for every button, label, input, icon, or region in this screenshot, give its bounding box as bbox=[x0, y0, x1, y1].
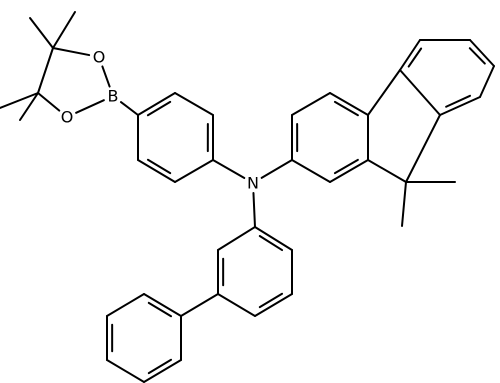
boron-label: B bbox=[108, 87, 119, 106]
oxygen-upper-atom: O bbox=[90, 48, 108, 67]
double-bond-a5-a6 bbox=[146, 158, 172, 175]
bond-f6-f1 bbox=[291, 159, 331, 183]
bond-f2-f3 bbox=[291, 92, 331, 116]
double-bond-f5-f6 bbox=[333, 158, 359, 175]
oxygen-upper-label-mask bbox=[90, 48, 108, 66]
bond-o2-c2 bbox=[37, 92, 61, 112]
bond-d3-d4 bbox=[217, 293, 256, 317]
oxygen-lower-atom: O bbox=[58, 108, 76, 127]
boron-atom: B bbox=[104, 87, 122, 106]
bond-f9-fm2 bbox=[401, 181, 407, 227]
bond-n-f1 bbox=[260, 159, 293, 179]
double-bond-e2-e3 bbox=[147, 358, 173, 375]
oxygen-lower-label: O bbox=[61, 108, 74, 127]
oxygen-upper-label: O bbox=[93, 48, 106, 67]
bond-d6-d1 bbox=[254, 226, 293, 251]
bond-o1-c1 bbox=[52, 47, 91, 57]
double-bond-d4-d5 bbox=[258, 292, 284, 309]
bond-g5-g6 bbox=[399, 39, 421, 71]
bond-f3-f4 bbox=[329, 92, 369, 116]
bond-d1-d2 bbox=[217, 226, 256, 251]
double-bond-g5-g6 bbox=[407, 47, 423, 68]
bond-e3-e4 bbox=[106, 359, 145, 383]
double-bond-a3-a4 bbox=[146, 100, 172, 117]
double-bond-e1-e6 bbox=[147, 301, 173, 318]
bond-e5-e6 bbox=[106, 293, 145, 317]
bond-layer bbox=[0, 11, 495, 383]
bond-e6-e1 bbox=[143, 293, 182, 317]
bond-c1-m2 bbox=[52, 11, 76, 49]
nitrogen-atom: N bbox=[244, 174, 262, 193]
bond-g1b-g6 bbox=[399, 69, 441, 116]
double-bond-g1b-g2 bbox=[445, 94, 472, 108]
double-bond-d1-d6 bbox=[258, 235, 284, 252]
bond-a5-a6 bbox=[137, 159, 176, 183]
double-bond-g3-g4 bbox=[468, 47, 486, 65]
atom-label-layer: N B O O bbox=[58, 48, 262, 193]
bond-c2-m4 bbox=[19, 92, 39, 121]
bond-f9-g1b bbox=[405, 114, 441, 183]
bond-a2-a3 bbox=[174, 92, 214, 116]
bond-a4-b bbox=[119, 101, 139, 116]
nitrogen-label-mask bbox=[244, 174, 262, 192]
oxygen-lower-label-mask bbox=[58, 108, 76, 126]
bond-d3-e1 bbox=[180, 293, 219, 317]
bond-b-o2 bbox=[75, 99, 105, 114]
boron-label-mask bbox=[104, 87, 122, 105]
bond-c1-m1 bbox=[29, 17, 54, 49]
bond-f5-f9 bbox=[367, 159, 407, 183]
bond-f5-f6 bbox=[329, 159, 369, 183]
bond-e2-e3 bbox=[143, 359, 182, 383]
bond-a3-a4 bbox=[137, 92, 176, 116]
bond-g6-f4 bbox=[367, 69, 401, 116]
bond-d4-d5 bbox=[254, 293, 293, 317]
double-bond-f3-f4 bbox=[333, 100, 359, 117]
bond-n-d1 bbox=[252, 191, 256, 228]
bond-g2-g3 bbox=[479, 65, 495, 98]
bond-c1-c2 bbox=[37, 47, 54, 94]
bond-b-o1 bbox=[101, 65, 111, 88]
bond-g3-g4 bbox=[469, 39, 495, 67]
bond-n-a1 bbox=[212, 159, 246, 180]
bond-c2-m3 bbox=[0, 92, 39, 109]
nitrogen-label: N bbox=[247, 174, 259, 193]
bond-g1b-g2 bbox=[439, 96, 481, 116]
bond-a6-a1 bbox=[174, 159, 214, 183]
